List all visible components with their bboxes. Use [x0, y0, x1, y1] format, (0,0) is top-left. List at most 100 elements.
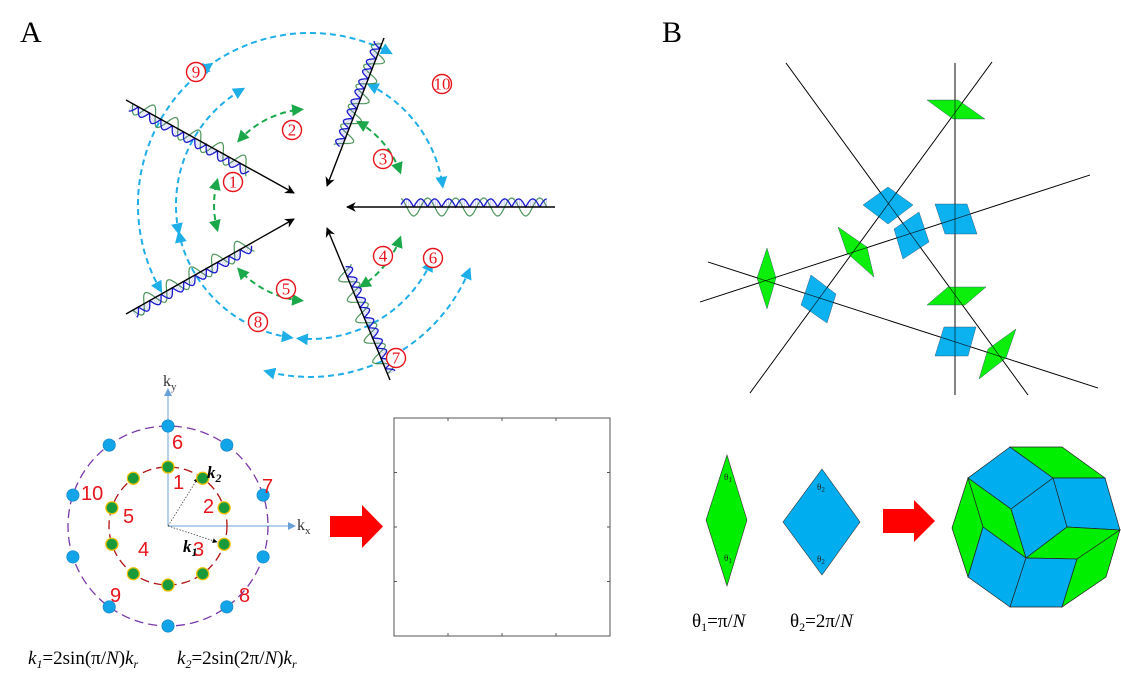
- outer-dot-label: 10: [81, 483, 103, 505]
- inner-dot-label: 4: [138, 539, 149, 561]
- laser-beam: [125, 218, 295, 318]
- laser-beam-diagram: 1 2 3 4 5 6 7 8 9 10: [125, 31, 555, 381]
- interference-arc-2: [237, 104, 304, 143]
- wave-green: [131, 103, 247, 177]
- label-number: 10: [434, 75, 451, 94]
- label-circle: [281, 119, 303, 141]
- theta1-corner-bottom: θ1: [724, 553, 732, 565]
- inner-kspace-dot: [196, 567, 210, 581]
- inner-kspace-dot: [217, 537, 231, 551]
- interference-pair-labels: 1 2 3 4 5 6 7 8 9 10: [185, 61, 453, 369]
- kspace-dots: [66, 419, 270, 633]
- outer-kspace-dot: [102, 600, 116, 614]
- theta2-corner-top: θ2: [817, 482, 825, 494]
- interference-arc-1: [209, 177, 221, 233]
- interference-pair-label-6: 6: [422, 247, 444, 269]
- label-circle: [275, 278, 297, 300]
- label-circle: [385, 347, 407, 369]
- inner-dot-label: 3: [193, 539, 204, 561]
- interference-pair-label-1: 1: [222, 171, 244, 193]
- interference-arc-10a: [197, 31, 393, 75]
- label-circle: [247, 311, 269, 333]
- wave-blue: [400, 198, 547, 209]
- grid-tiles: [699, 61, 1099, 396]
- interference-arc-9b: [171, 87, 246, 236]
- prototile-thin-rhomb: θ1 θ1: [705, 454, 748, 588]
- kx-axis-label: kx: [297, 517, 311, 537]
- interference-pair-label-3: 3: [372, 148, 394, 170]
- wave-blue: [136, 245, 253, 318]
- interference-arcs: [137, 31, 472, 380]
- thin-rhomb-tile: [926, 286, 987, 306]
- label-circle: [422, 247, 444, 269]
- label-number: 4: [379, 247, 388, 266]
- laser-beam: [325, 37, 385, 187]
- outer-kspace-dot: [66, 488, 80, 502]
- inner-kspace-dot: [126, 567, 140, 581]
- inner-dot-label: 5: [123, 506, 134, 528]
- panel-b-label: B: [662, 16, 682, 49]
- thick-rhomb-tile: [934, 326, 977, 357]
- k1-formula: k1=2sin(π/N)kr: [28, 648, 138, 671]
- outer-kspace-dot: [102, 438, 116, 452]
- result-arrow-b: [883, 500, 935, 542]
- interference-arc-8: [175, 230, 294, 343]
- decagon-tiling: [951, 446, 1121, 608]
- outer-kspace-dot: [66, 550, 80, 564]
- label-circle: [222, 171, 244, 193]
- outer-kspace-dot: [220, 438, 234, 452]
- inner-kspace-dot: [217, 501, 231, 515]
- interference-arc-9a: [137, 62, 214, 294]
- pentagrid-diagram: [699, 61, 1099, 396]
- wave-green: [132, 240, 255, 316]
- interference-pair-label-2: 2: [281, 119, 303, 141]
- label-number: 2: [288, 121, 297, 140]
- panel-a-label: A: [20, 16, 42, 49]
- inner-kspace-dot: [126, 471, 140, 485]
- interference-pair-label-7: 7: [385, 347, 407, 369]
- wave-green: [338, 263, 395, 375]
- label-circle: [185, 61, 207, 83]
- label-number: 3: [379, 150, 388, 169]
- inner-kspace-dot: [161, 578, 175, 592]
- interference-pattern: [393, 417, 611, 637]
- label-number: 1: [229, 173, 238, 192]
- outer-kspace-dot: [256, 550, 270, 564]
- laser-beams: [125, 37, 555, 381]
- outer-dot-label: 6: [172, 432, 183, 454]
- label-number: 8: [254, 313, 263, 332]
- theta2-formula: θ2=2π/N: [790, 611, 854, 634]
- thin-rhomb-tile: [926, 99, 986, 120]
- outer-kspace-dot: [220, 600, 234, 614]
- outer-dot-label: 8: [239, 585, 250, 607]
- label-circle: [431, 73, 453, 95]
- result-arrow-a: [330, 505, 383, 548]
- beam-arrow: [325, 37, 385, 187]
- ky-axis-label: ky: [163, 373, 177, 393]
- inner-kspace-dot: [161, 460, 175, 474]
- interference-arc-10b: [366, 83, 448, 189]
- interference-pair-label-5: 5: [275, 278, 297, 300]
- interference-pair-label-4: 4: [372, 245, 394, 267]
- k2-vector: [167, 477, 199, 527]
- wave-blue: [128, 106, 250, 175]
- label-number: 9: [192, 63, 201, 82]
- outer-kspace-dot: [161, 619, 175, 633]
- wave-blue: [345, 265, 396, 372]
- grid-line-overlay: [785, 62, 1029, 396]
- theta1-formula: θ1=π/N: [692, 611, 747, 634]
- label-circle: [372, 245, 394, 267]
- label-number: 6: [429, 249, 438, 268]
- thin-rhomb-tile: [837, 226, 875, 278]
- label-circle: [372, 148, 394, 170]
- inner-kspace-dot: [196, 471, 210, 485]
- grid-line-overlay: [749, 61, 993, 394]
- inner-dot-label: 1: [173, 472, 184, 494]
- outer-dot-label: 9: [110, 585, 121, 607]
- prototile-thick-rhomb: θ2 θ2: [782, 468, 861, 576]
- beam-arrow: [325, 227, 391, 381]
- theta1-corner-top: θ1: [724, 472, 732, 484]
